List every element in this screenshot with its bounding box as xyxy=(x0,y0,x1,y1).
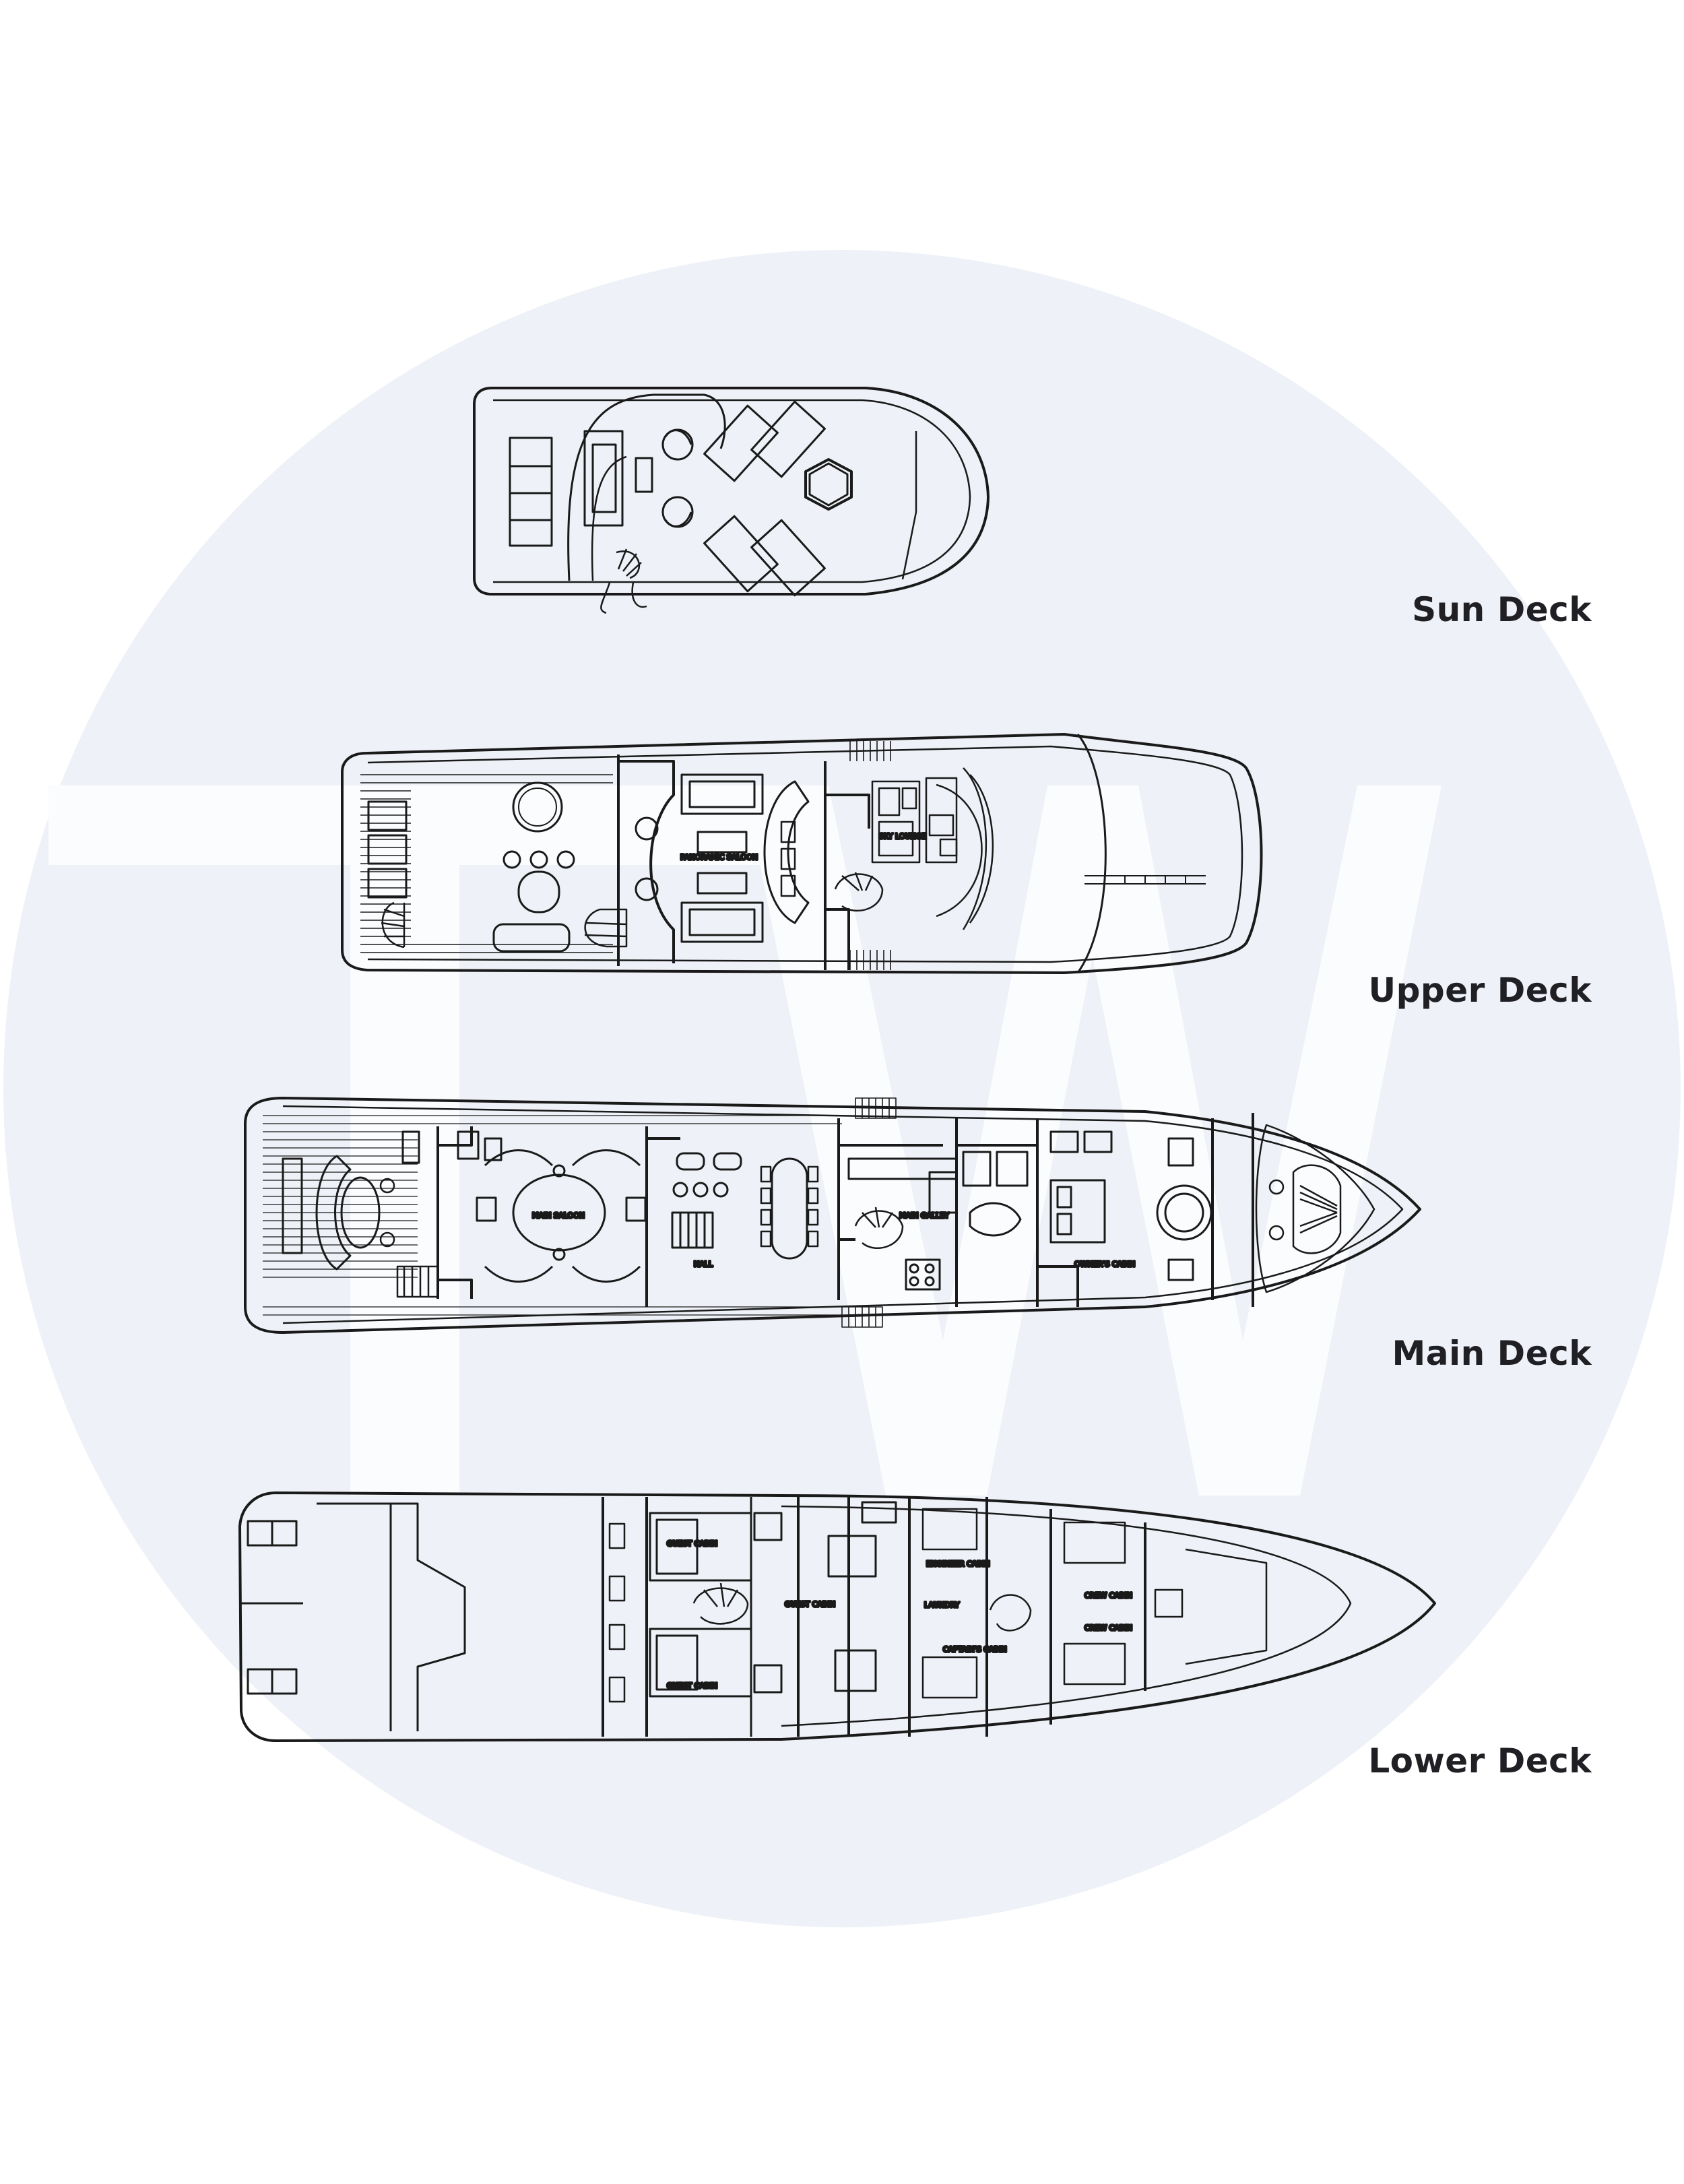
main-deck-foredeck-seating xyxy=(1268,1164,1342,1254)
main-deck-plan: MAIN SALOON HALL xyxy=(244,1097,1421,1334)
sun-deck-chairs xyxy=(661,428,694,528)
upper-deck-aft-loungers xyxy=(367,800,408,899)
lower-deck-inner-line xyxy=(781,1505,1352,1727)
lower-deck-vip-cabin xyxy=(827,1501,897,1692)
main-deck-galley-stair xyxy=(854,1207,904,1250)
sun-deck-label: Sun Deck xyxy=(1412,590,1592,629)
main-deck-dining-chairs xyxy=(760,1165,819,1248)
lower-deck-room-label-6: CREW CABIN xyxy=(1084,1591,1132,1600)
main-deck-outline xyxy=(244,1097,1421,1334)
sun-deck-hardtop xyxy=(567,393,726,581)
main-deck-aft-table xyxy=(340,1176,381,1249)
upper-deck-room-label-0: PANORAMIC SALOON xyxy=(680,853,758,862)
upper-deck-wheelhouse xyxy=(871,767,994,930)
lower-deck-room-label-7: CREW CABIN xyxy=(1084,1624,1132,1632)
watermark xyxy=(3,250,1681,1927)
upper-deck-room-label-1: SKY LOUNGE xyxy=(879,832,926,841)
main-deck-galley-wall xyxy=(837,1118,943,1300)
lower-deck-forepeak xyxy=(1185,1548,1268,1665)
upper-deck-label: Upper Deck xyxy=(1368,971,1592,1010)
sun-deck-table xyxy=(635,457,653,493)
lower-deck-plan: GUEST CABIN GUEST CABIN GUEST CABIN ENGI… xyxy=(238,1491,1436,1742)
upper-deck-plan: PANORAMIC SALOON SKY LOUNGE xyxy=(341,733,1263,974)
upper-deck-bar xyxy=(492,923,571,953)
upper-deck-side-stairs xyxy=(849,741,891,970)
upper-deck-aft-table xyxy=(512,781,563,833)
main-deck-dining-wall xyxy=(645,1126,680,1307)
upper-deck-inner-line xyxy=(367,745,1243,963)
upper-deck-saloon-sofas xyxy=(680,773,764,943)
sun-deck-spiral-stair xyxy=(616,548,642,579)
lower-deck-room-label-4: LAUNDRY xyxy=(924,1601,960,1609)
upper-deck-bow-ladder xyxy=(1084,875,1206,885)
sun-deck-rear-stair-curve xyxy=(600,582,647,614)
sun-deck-bulwark xyxy=(901,431,917,580)
main-deck-side-stairs xyxy=(841,1097,897,1328)
lower-deck-central-stair xyxy=(692,1582,749,1625)
main-deck-room-label-1: HALL xyxy=(694,1260,713,1268)
main-deck-saloon-table xyxy=(512,1174,606,1252)
lower-deck-engine-bulkhead xyxy=(602,1497,648,1737)
lower-deck-tender-bay xyxy=(241,1502,466,1731)
main-deck-inner-line xyxy=(282,1105,1404,1324)
lower-deck-label: Lower Deck xyxy=(1368,1741,1592,1780)
upper-deck-helm-console xyxy=(936,783,983,918)
upper-deck-outline xyxy=(341,733,1263,974)
lower-deck-room-label-3: ENGINEER CABIN xyxy=(926,1560,990,1568)
lower-deck-engine-fuel xyxy=(608,1522,626,1703)
upper-deck-spiral-stair xyxy=(834,872,884,912)
main-deck-room-label-0: MAIN SALOON xyxy=(532,1211,585,1220)
sun-deck-loungers xyxy=(509,430,624,547)
lower-deck-crew-area xyxy=(921,1508,1184,1699)
main-deck-label: Main Deck xyxy=(1392,1334,1592,1373)
main-deck-aft-teak xyxy=(263,1115,842,1316)
lower-deck-outline xyxy=(238,1491,1436,1742)
lower-deck-crew-bulkhead xyxy=(985,1497,1146,1737)
upper-deck-dining-chairs xyxy=(503,850,575,869)
main-deck-aft-sofa xyxy=(315,1155,352,1271)
main-deck-owner-bath xyxy=(962,1151,1029,1237)
watermark-logo xyxy=(48,785,1442,1496)
lower-deck-room-label-2: GUEST CABIN xyxy=(667,1681,717,1690)
lower-deck-room-label-1: GUEST CABIN xyxy=(785,1600,835,1609)
sun-deck-inner-line xyxy=(493,399,971,583)
main-deck-owner-wall xyxy=(955,1118,1079,1307)
main-deck-aft-bench xyxy=(282,1157,303,1254)
lower-deck-room-label-5: CAPTAIN'S CABIN xyxy=(943,1645,1006,1654)
lower-deck-room-label-0: GUEST CABIN xyxy=(667,1539,717,1548)
main-deck-forward-bulkhead xyxy=(1211,1113,1254,1307)
upper-deck-planter xyxy=(635,877,659,901)
sun-deck-plan xyxy=(473,387,990,614)
upper-deck-aft-stair xyxy=(381,901,406,949)
upper-deck-dining-table xyxy=(517,870,560,913)
sun-deck-sunbeds xyxy=(703,400,826,597)
main-deck-owner-jacuzzi xyxy=(1156,1137,1212,1281)
main-deck-dining-items xyxy=(671,1152,742,1249)
main-deck-room-label-2: MAIN GALLEY xyxy=(899,1211,949,1220)
main-deck-room-label-3: OWNER'S CABIN xyxy=(1074,1260,1135,1268)
main-deck-dining-table xyxy=(771,1157,808,1260)
lower-deck-guest-cabins xyxy=(649,1497,783,1737)
sun-deck-outline xyxy=(473,387,990,596)
sun-deck-jacuzzi xyxy=(804,458,853,511)
upper-deck-curved-sofa xyxy=(763,780,810,924)
upper-deck-bow-curve xyxy=(1076,734,1107,973)
main-deck-bow-inner xyxy=(1255,1124,1375,1293)
main-deck-saloon-sofas xyxy=(401,1130,641,1283)
main-deck-owner-bed xyxy=(1049,1130,1113,1244)
upper-deck-saloon-wall xyxy=(617,754,675,966)
